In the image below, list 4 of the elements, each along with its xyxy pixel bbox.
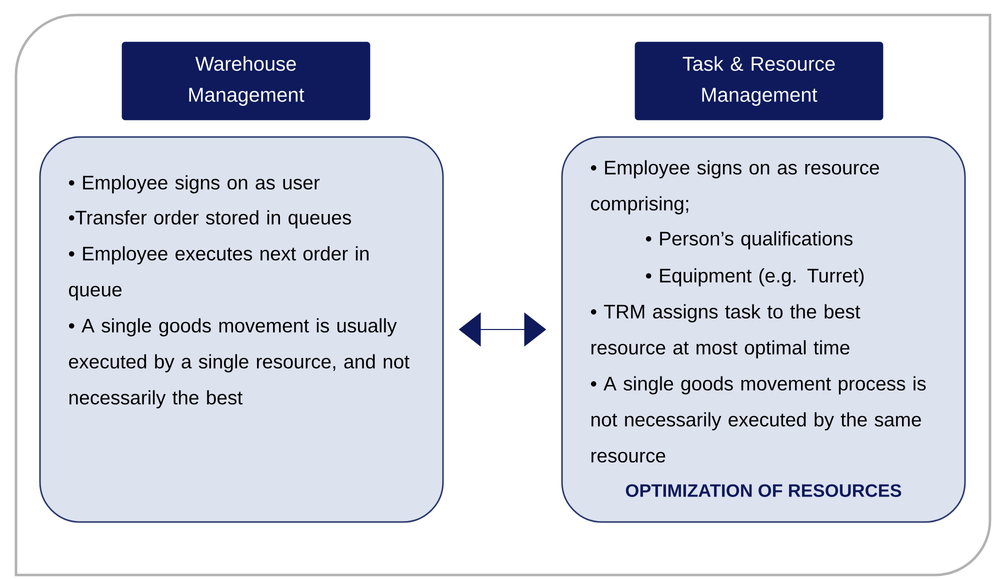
header-box: Warehouse Management <box>122 42 370 120</box>
text-box: • Employee signs on as resource comprising; • Person’s qualifications • Equipment (e.g. Turret) • TRM assigns task to the best resource at most optimal time • A single goods movement process is not necessarily executed by the same resource OPTIMIZATION OF RESOURCES <box>561 136 966 523</box>
text-box: • Employee signs on as user •Transfer order stored in queues • Employee executes next order in queue • A single goods movement is usually executed by a single resource, and not necessarily the best <box>39 136 444 523</box>
header-box: Task & Resource Management <box>634 42 884 120</box>
